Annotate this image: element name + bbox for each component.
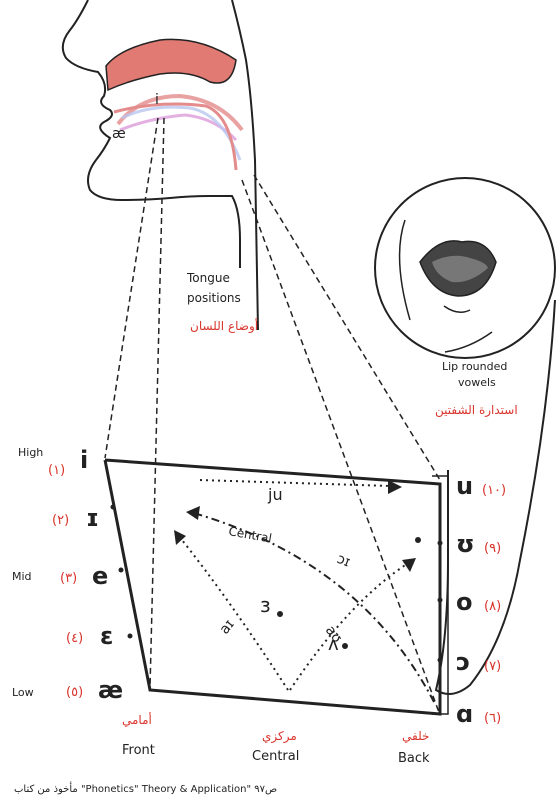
- central-dot-wedge: [342, 643, 348, 649]
- lip-rounding-inset: [375, 178, 555, 358]
- dot-back-7: [438, 658, 443, 663]
- front-num-4: (٤): [66, 631, 83, 646]
- front-num-2: (٢): [52, 513, 69, 528]
- back-sym-7: ɔ: [456, 648, 470, 676]
- front-sym-4: ɛ: [100, 622, 113, 650]
- arrow-heads: [174, 480, 416, 572]
- oi-label: ɔɪ: [335, 551, 353, 571]
- back-sym-10: u: [456, 472, 473, 500]
- dot-back-8: [438, 598, 443, 603]
- dot-back-9: [438, 541, 443, 546]
- back-num-10: (١٠): [482, 483, 506, 498]
- face-outline: [63, 0, 240, 268]
- front-sym-1: i: [80, 446, 88, 474]
- front-sym-5: æ: [98, 676, 123, 704]
- projection-lines: [105, 118, 440, 715]
- central-dot-ur: [415, 537, 421, 543]
- arrow-ju: [200, 480, 390, 486]
- front-num-1: (١): [48, 463, 65, 478]
- projection-back-high: [254, 175, 440, 480]
- central-label: Central: [252, 749, 299, 764]
- lip-rounded-ar: استدارة الشفتين: [435, 403, 518, 418]
- palate: [106, 39, 236, 90]
- back-ar-label: خلفي: [402, 729, 429, 743]
- height-label-high: High: [18, 446, 43, 459]
- arrowhead-ai: [174, 530, 186, 545]
- source-caption: مأخوذ من كتاب "Phonetics" Theory & Appli…: [14, 781, 277, 795]
- central-ar-label: مركزي: [262, 729, 297, 744]
- tongue-vowel-ae: æ: [112, 126, 126, 142]
- back-num-8: (٨): [484, 599, 501, 614]
- front-vowel-list: (١) i (٢) ɪ (٣) e (٤) ɛ (٥) æ: [48, 446, 123, 704]
- front-num-5: (٥): [66, 685, 83, 700]
- tongue-positions-label-2: positions: [187, 291, 241, 305]
- height-label-mid: Mid: [12, 570, 32, 583]
- chin-line: [444, 306, 470, 312]
- back-num-9: (٩): [484, 541, 501, 556]
- tongue-low: [120, 115, 236, 140]
- central-inner-label: Central: [227, 524, 272, 545]
- back-sym-6: ɑ: [456, 700, 473, 728]
- front-ar-label: أمامي: [122, 712, 152, 727]
- schwa-label: ɜ: [260, 593, 271, 617]
- projection-front-high: [105, 118, 158, 458]
- front-num-3: (٣): [60, 571, 77, 586]
- height-label-low: Low: [12, 686, 34, 699]
- back-num-7: (٧): [484, 659, 501, 674]
- dot-front-3: [119, 568, 124, 573]
- arrow-tail-left: [400, 220, 410, 320]
- ai-label: aɪ: [217, 617, 238, 638]
- wedge-label: ʌ: [328, 634, 339, 655]
- lip-rounded-label-1: Lip rounded: [442, 360, 507, 373]
- front-sym-2: ɪ: [86, 504, 99, 532]
- arrow-oi: [190, 512, 434, 702]
- back-label: Back: [398, 751, 430, 766]
- central-dot-3: [277, 611, 283, 617]
- projection-front-low: [150, 118, 164, 688]
- tongue-positions-ar: أوضاع اللسان: [190, 318, 258, 334]
- arrowhead-oi: [186, 506, 200, 520]
- front-sym-3: e: [92, 562, 108, 590]
- dot-front-4: [128, 634, 133, 639]
- arrow-ai: [178, 535, 288, 690]
- dot-front-2: [111, 505, 116, 510]
- back-num-6: (٦): [484, 711, 501, 726]
- lip-rounded-label-2: vowels: [458, 376, 496, 389]
- arrow-head: [445, 332, 492, 352]
- front-label: Front: [122, 743, 155, 758]
- back-sym-9: ʊ: [456, 530, 475, 558]
- tongue-positions-label-1: Tongue: [186, 271, 230, 285]
- tongue-vowel-i: i: [155, 92, 159, 108]
- arrow-au: [290, 562, 410, 690]
- back-sym-8: o: [456, 588, 473, 616]
- diphthong-arrows: [178, 480, 434, 702]
- ju-label: ju: [267, 485, 283, 504]
